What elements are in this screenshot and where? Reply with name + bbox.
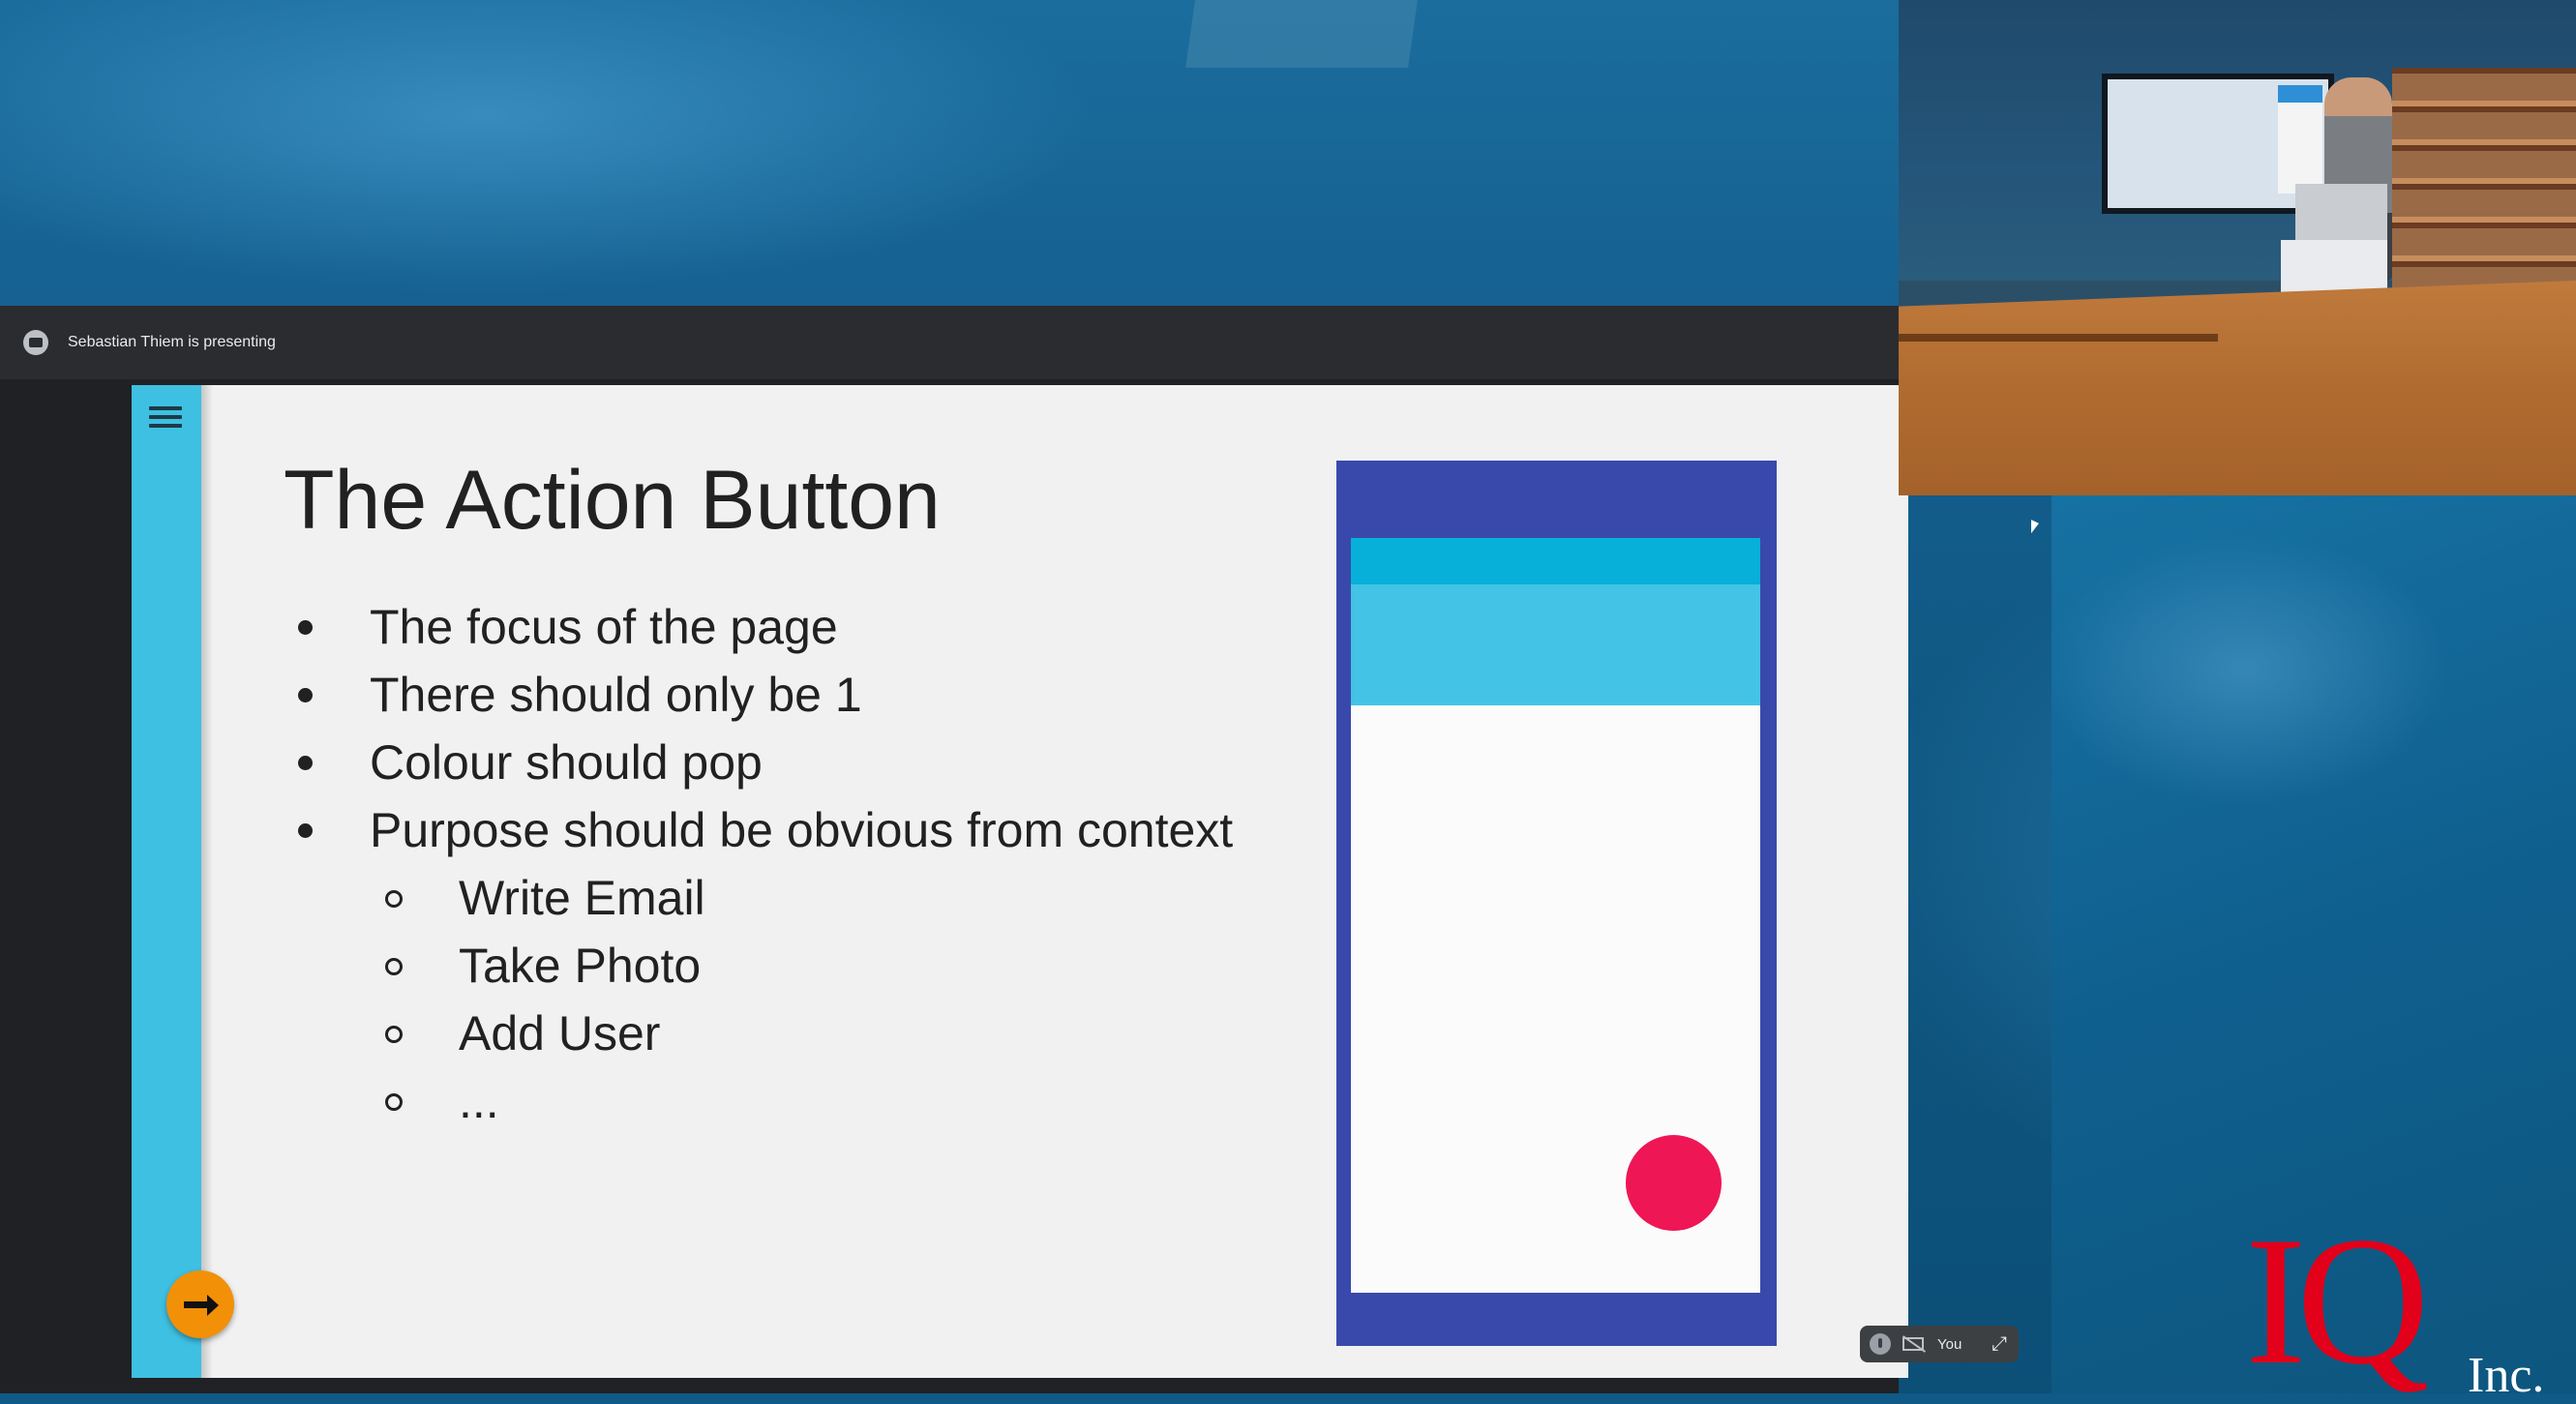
bullet-text: Purpose should be obvious from context [370, 803, 1234, 857]
bullet-dot [298, 620, 313, 635]
bullet-text: There should only be 1 [370, 668, 862, 722]
bullet-item: Purpose should be obvious from context [298, 796, 1233, 864]
bullet-text: The focus of the page [370, 600, 838, 654]
presenter-video-tile[interactable] [1899, 0, 2576, 495]
phone-screen [1351, 538, 1760, 1293]
sub-bullet-text: Write Email [459, 871, 705, 925]
meeting-background-panel [2052, 495, 2576, 1393]
arrow-right-icon [184, 1301, 209, 1308]
sub-bullet-text: Add User [459, 1006, 661, 1060]
slide-title: The Action Button [284, 454, 941, 547]
sub-bullet-circle [385, 890, 403, 908]
phone-mockup [1336, 461, 1777, 1346]
background-light-streak [1185, 0, 1418, 68]
bullet-text: Colour should pop [370, 735, 763, 790]
presenting-text: Sebastian Thiem is presenting [68, 334, 276, 350]
bullet-dot [298, 823, 313, 838]
presenting-banner: Sebastian Thiem is presenting [0, 306, 1899, 379]
room-table [1899, 281, 2576, 495]
iq-inc-logo: IQ Inc. [2245, 1200, 2555, 1403]
expand-icon[interactable]: ⤢ [1992, 1332, 2007, 1355]
sub-bullet-circle [385, 1026, 403, 1043]
camera-off-icon[interactable] [1902, 1337, 1924, 1351]
bullet-dot [298, 688, 313, 702]
bullet-item: Colour should pop [298, 729, 1233, 796]
sub-bullet-item: Add User [298, 1000, 1233, 1067]
sub-bullet-circle [385, 1093, 403, 1111]
presentation-icon [23, 330, 48, 355]
bullet-dot [298, 756, 313, 770]
next-slide-button[interactable] [166, 1270, 234, 1338]
microphone-icon[interactable] [1870, 1333, 1891, 1355]
sub-bullet-item: Take Photo [298, 932, 1233, 1000]
logo-mark: IQ [2245, 1200, 2430, 1403]
phone-status-bar [1351, 538, 1760, 584]
slide-side-bar [132, 385, 213, 1378]
room-shelf [2392, 68, 2576, 319]
self-view-label: You [1937, 1335, 1962, 1353]
sub-bullet-text: ... [459, 1074, 499, 1128]
sub-bullet-circle [385, 958, 403, 975]
sub-bullet-item: ... [298, 1067, 1233, 1135]
bullet-item: There should only be 1 [298, 661, 1233, 729]
phone-app-bar [1351, 584, 1760, 705]
logo-suffix: Inc. [2468, 1348, 2545, 1403]
sub-bullet-text: Take Photo [459, 939, 702, 993]
sub-bullet-item: Write Email [298, 864, 1233, 932]
bullet-item: The focus of the page [298, 593, 1233, 661]
self-view-chip[interactable]: You ⤢ [1860, 1326, 2019, 1362]
presentation-slide: The Action Button The focus of the page … [132, 385, 1908, 1378]
hamburger-menu-icon[interactable] [149, 406, 182, 432]
room-table-edge [1899, 334, 2218, 342]
tv-panel [2278, 85, 2322, 194]
floating-action-button-illustration [1626, 1135, 1722, 1231]
bullet-list: The focus of the page There should only … [298, 593, 1233, 1135]
arrow-right-icon-head [207, 1295, 219, 1316]
